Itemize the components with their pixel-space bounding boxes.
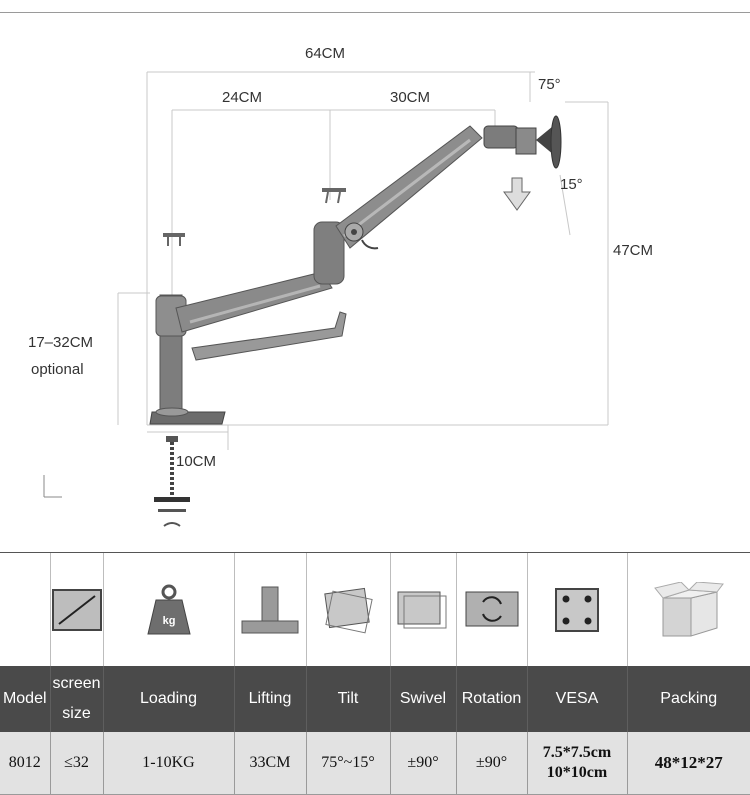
pole-note-label: optional — [31, 361, 84, 378]
dim-line-tilt-down — [559, 174, 571, 236]
header-tilt: Tilt — [305, 666, 390, 733]
tilt-head — [483, 125, 519, 149]
value-packing: 48*12*27 — [626, 732, 750, 795]
upper-arm-label: 30CM — [390, 89, 431, 106]
pole-height-label: 17–32CM — [28, 334, 94, 351]
value-vesa: 7.5*7.5cm 10*10cm — [526, 732, 627, 795]
loading-icon-cell: kg — [102, 552, 234, 667]
pole-and-base — [149, 233, 226, 425]
spec-table: kg — [0, 552, 750, 795]
dimension-lines — [117, 71, 609, 450]
packing-box-icon — [653, 581, 724, 637]
header-screen-size-line2: size — [62, 705, 91, 723]
rotation-icon-cell — [455, 552, 527, 667]
vesa-icon-cell — [526, 552, 627, 667]
value-rotation: ±90° — [455, 732, 527, 795]
value-loading: 1-10KG — [102, 732, 234, 795]
screen-size-icon — [51, 588, 102, 631]
value-model: 8012 — [0, 732, 50, 795]
packing-icon-cell — [626, 552, 750, 667]
header-screen-size-line1: screen — [52, 675, 101, 693]
lower-arm — [175, 221, 347, 361]
rotation-icon — [465, 591, 518, 627]
max-height-label: 47CM — [613, 242, 654, 259]
header-screen-size: screen size — [49, 666, 103, 733]
clamp-width-label: 10CM — [176, 453, 217, 470]
value-swivel: ±90° — [389, 732, 456, 795]
value-vesa-line1: 7.5*7.5cm — [542, 744, 612, 762]
top-divider — [0, 12, 750, 13]
lifting-icon — [241, 586, 299, 634]
weight-icon-label: kg — [162, 615, 175, 627]
header-lifting: Lifting — [233, 666, 306, 733]
swivel-icon — [397, 591, 447, 629]
header-packing: Packing — [626, 666, 750, 733]
screen-size-icon-cell — [49, 552, 103, 667]
header-model: Model — [0, 666, 50, 733]
monitor-arm-diagram: 64CM 24CM 30CM 75° 15° 47CM 17–32CM opti… — [28, 45, 654, 527]
lifting-icon-cell — [233, 552, 306, 667]
tilt-icon — [324, 587, 373, 633]
value-row: 8012 ≤32 1-10KG 33CM 75°~15° ±90° ±90° 7… — [0, 732, 750, 795]
total-reach-label: 64CM — [305, 45, 346, 62]
value-screen-size: ≤32 — [49, 732, 103, 795]
weight-icon: kg — [146, 584, 191, 635]
elbow-joint — [313, 221, 345, 285]
vesa-icon — [555, 587, 599, 632]
cable-tray — [191, 311, 347, 361]
height-marker-high — [322, 188, 346, 192]
tilt-down-label: 15° — [560, 176, 583, 193]
header-swivel: Swivel — [389, 666, 456, 733]
axis-glyph — [43, 475, 62, 498]
header-vesa: VESA — [526, 666, 627, 733]
height-marker-low — [163, 233, 185, 237]
tilt-icon-cell — [305, 552, 390, 667]
header-rotation: Rotation — [455, 666, 527, 733]
value-lifting: 33CM — [233, 732, 306, 795]
tilt-up-label: 75° — [538, 76, 561, 93]
upper-arm — [322, 125, 483, 250]
header-loading: Loading — [102, 666, 234, 733]
adjust-arrow-icon — [503, 177, 531, 211]
value-vesa-line2: 10*10cm — [546, 764, 608, 782]
lower-arm-label: 24CM — [222, 89, 263, 106]
lower-arm-body — [175, 271, 333, 333]
icon-row: kg — [0, 552, 750, 667]
value-tilt: 75°~15° — [305, 732, 390, 795]
model-icon-cell — [0, 552, 50, 667]
monitor-head — [483, 115, 562, 211]
clamp-screw — [154, 436, 190, 527]
header-row: Model screen size Loading Lifting Tilt S… — [0, 666, 750, 733]
swivel-icon-cell — [389, 552, 456, 667]
arm-drawing — [43, 71, 609, 527]
